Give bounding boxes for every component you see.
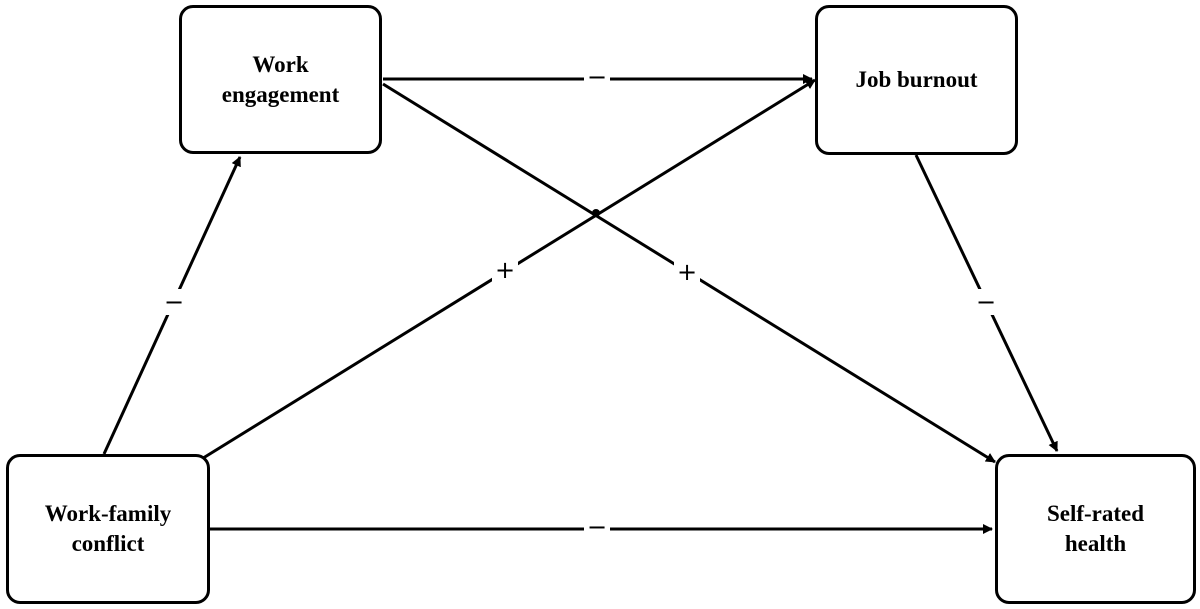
sign-job-burnout-to-self-rated-health: − (973, 289, 999, 315)
sign-wfc-to-work-engagement: − (161, 289, 187, 315)
crossing-dot (592, 209, 600, 217)
node-label-job-burnout: Job burnout (855, 67, 978, 93)
node-label-work-family-conflict: Work-family conflict (44, 501, 172, 556)
node-label-work-engagement: Work engagement (221, 51, 340, 107)
node-work-engagement: Work engagement (179, 5, 382, 154)
sign-wfc-to-self-rated-health: − (584, 514, 610, 540)
node-label-self-rated-health: Self-rated health (1046, 501, 1145, 556)
node-work-family-conflict: Work-family conflict (6, 454, 210, 604)
node-job-burnout: Job burnout (815, 5, 1018, 155)
sign-wfc-to-job-burnout: + (492, 257, 518, 283)
sign-work-engagement-to-job-burnout: − (584, 64, 610, 90)
node-self-rated-health: Self-rated health (995, 454, 1196, 604)
sign-work-engagement-to-self-rated-health: + (674, 259, 700, 285)
